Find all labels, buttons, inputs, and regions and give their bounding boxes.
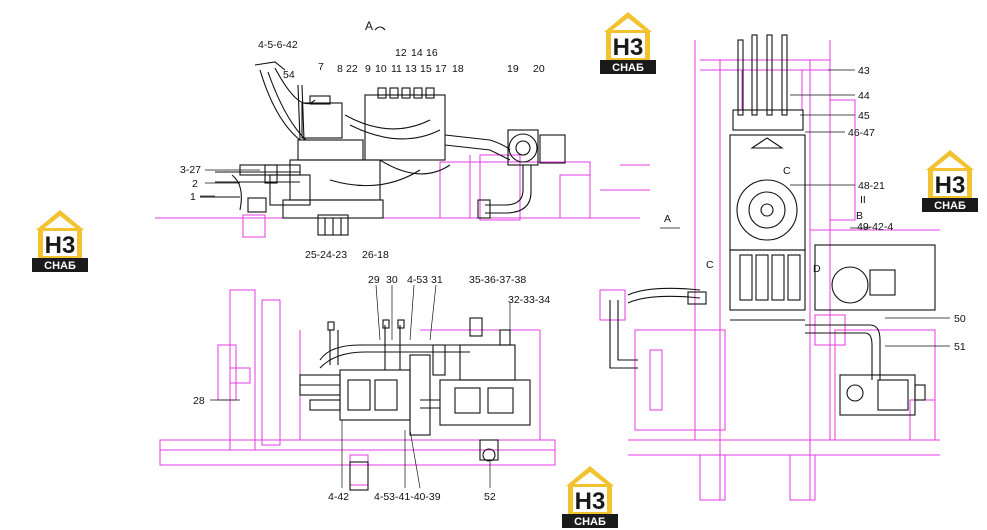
callout-17: 17 — [435, 63, 447, 75]
callout-52: 52 — [484, 491, 496, 503]
callout-51: 51 — [954, 341, 966, 353]
callout-15: 15 — [420, 63, 432, 75]
svg-text:СНАБ: СНАБ — [934, 200, 966, 212]
callout-31: 31 — [431, 274, 443, 286]
callout-44: 44 — [858, 90, 870, 102]
callout-4-53-41-40-39: 4-53-41-40-39 — [374, 491, 441, 503]
callout-49-42-4: 49-42-4 — [857, 221, 893, 233]
callout-32-33-34: 32-33-34 — [508, 294, 550, 306]
callout-14: 14 — [411, 47, 423, 59]
callout-30: 30 — [386, 274, 398, 286]
callout-8: 8 — [337, 63, 343, 75]
callout-4-5-6-42: 4-5-6-42 — [258, 39, 298, 51]
callout-20: 20 — [533, 63, 545, 75]
callout-46-47: 46-47 — [848, 127, 875, 139]
callout-3-27: 3-27 — [180, 164, 201, 176]
svg-text:H3: H3 — [45, 232, 76, 259]
callout-45: 45 — [858, 110, 870, 122]
callout-50: 50 — [954, 313, 966, 325]
leader-lines — [200, 69, 950, 489]
view-label-II: II — [860, 194, 866, 206]
frame-right-view — [599, 40, 940, 501]
bottom-left-assembly — [299, 317, 531, 491]
callout-1: 1 — [190, 191, 196, 203]
frame-top-left-view — [155, 154, 650, 238]
callout-43: 43 — [858, 65, 870, 77]
right-view-assembly — [609, 34, 936, 416]
callout-28: 28 — [193, 395, 205, 407]
callout-13: 13 — [405, 63, 417, 75]
callout-16: 16 — [426, 47, 438, 59]
svg-text:H3: H3 — [935, 172, 966, 199]
callout-11: 11 — [391, 63, 402, 75]
view-label-D: D — [813, 263, 821, 275]
callout-12: 12 — [395, 47, 407, 59]
callout-4-42: 4-42 — [328, 491, 349, 503]
svg-text:СНАБ: СНАБ — [44, 260, 76, 272]
callout-54: 54 — [283, 69, 295, 81]
callout-25-24-23: 25-24-23 — [305, 249, 347, 261]
view-label-C-upper: C — [783, 165, 791, 177]
callout-22: 22 — [346, 63, 358, 75]
view-label-A-right: A — [664, 213, 671, 225]
view-arrow-A-top — [374, 26, 386, 31]
svg-text:СНАБ: СНАБ — [612, 62, 644, 74]
callout-labels: A 4-5-6-42 54 7 8 22 9 10 11 12 13 14 15… — [180, 19, 966, 503]
svg-text:H3: H3 — [613, 34, 644, 61]
callout-7: 7 — [318, 61, 324, 73]
callout-10: 10 — [375, 63, 387, 75]
view-label-A-top: A — [365, 19, 373, 33]
callout-2: 2 — [192, 178, 198, 190]
callout-29: 29 — [368, 274, 380, 286]
callout-18: 18 — [452, 63, 464, 75]
view-label-C-lower: C — [706, 259, 714, 271]
callout-35-36-37-38: 35-36-37-38 — [469, 274, 526, 286]
view-label-B: B — [856, 210, 863, 222]
callout-4-53: 4-53 — [407, 274, 428, 286]
callout-26-18: 26-18 — [362, 249, 389, 261]
callout-19: 19 — [507, 63, 519, 75]
svg-text:СНАБ: СНАБ — [574, 516, 606, 528]
callout-48-21: 48-21 — [858, 180, 885, 192]
top-left-assembly — [200, 61, 566, 236]
callout-9: 9 — [365, 63, 371, 75]
svg-text:H3: H3 — [575, 488, 606, 515]
